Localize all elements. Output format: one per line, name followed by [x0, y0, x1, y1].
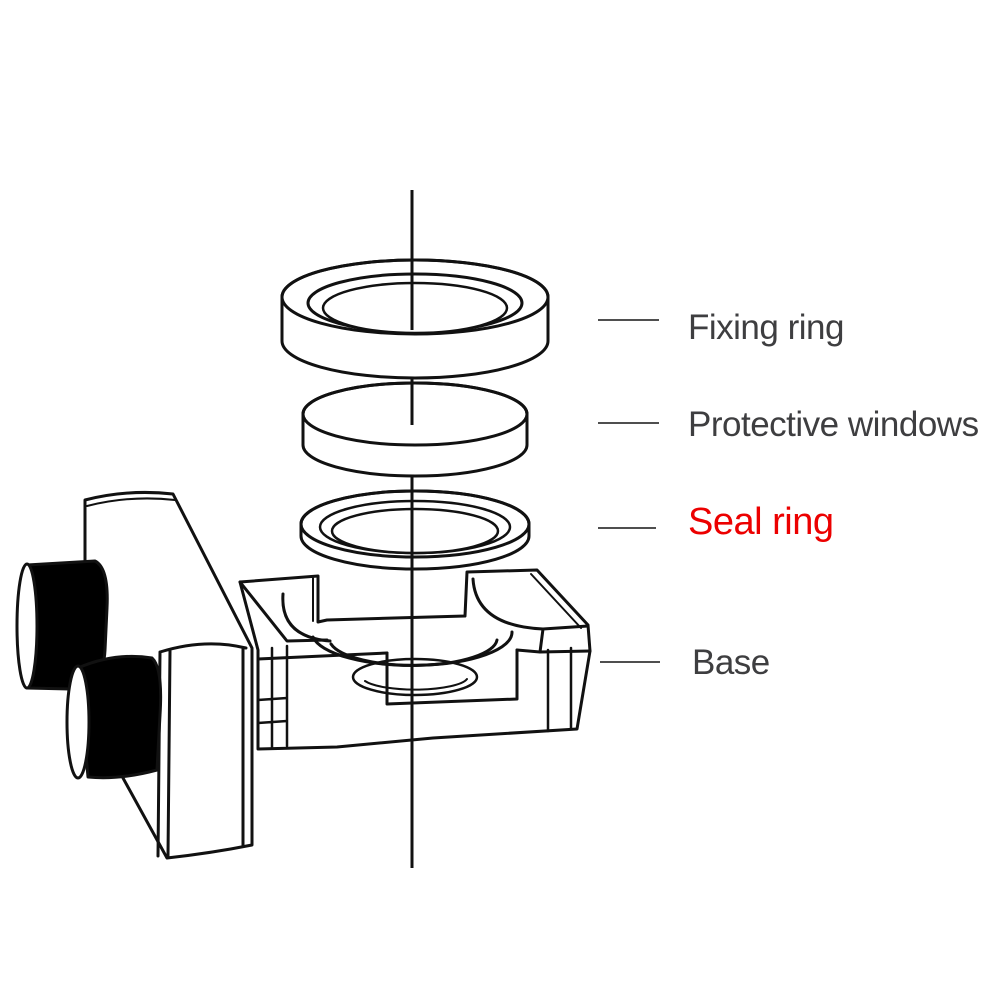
protective-window-top-face: [301, 381, 529, 447]
knob-lower-face: [65, 664, 91, 780]
protective-window-silhouette: [301, 381, 529, 478]
leader-lines: [598, 319, 660, 663]
seal-ring-drawing: [299, 489, 531, 571]
knob-upper-face: [15, 562, 39, 690]
adjustment-knobs-drawing: [15, 559, 163, 780]
seal-ring-outer-edge: [299, 489, 531, 559]
base-left-post-arc: [281, 592, 332, 643]
fixing-ring-hole: [321, 281, 509, 335]
label-seal-ring: Seal ring: [688, 501, 834, 543]
fixing-ring-drawing: [280, 258, 550, 380]
base-right-post-arc: [471, 577, 545, 631]
label-fixing-ring: Fixing ring: [688, 308, 844, 347]
base-drawing: [238, 568, 592, 751]
seal-ring-hole: [330, 507, 500, 555]
base-bore-inner-ellipse: [351, 657, 479, 697]
base-bore-step-arc: [329, 638, 499, 667]
mount-plate-top-sliver: [86, 497, 176, 507]
base-left-rails: [256, 644, 289, 749]
protective-window-drawing: [301, 381, 529, 478]
base-right-post-bevel: [530, 573, 582, 629]
base-bore-deep-arc: [364, 678, 468, 691]
base-front-notch: [385, 648, 519, 706]
label-base: Base: [692, 643, 770, 682]
base-front-shelf-left: [256, 651, 389, 661]
knob-lower-body: [76, 654, 163, 780]
label-protective-windows: Protective windows: [688, 405, 979, 444]
base-right-face-lines: [546, 646, 573, 733]
